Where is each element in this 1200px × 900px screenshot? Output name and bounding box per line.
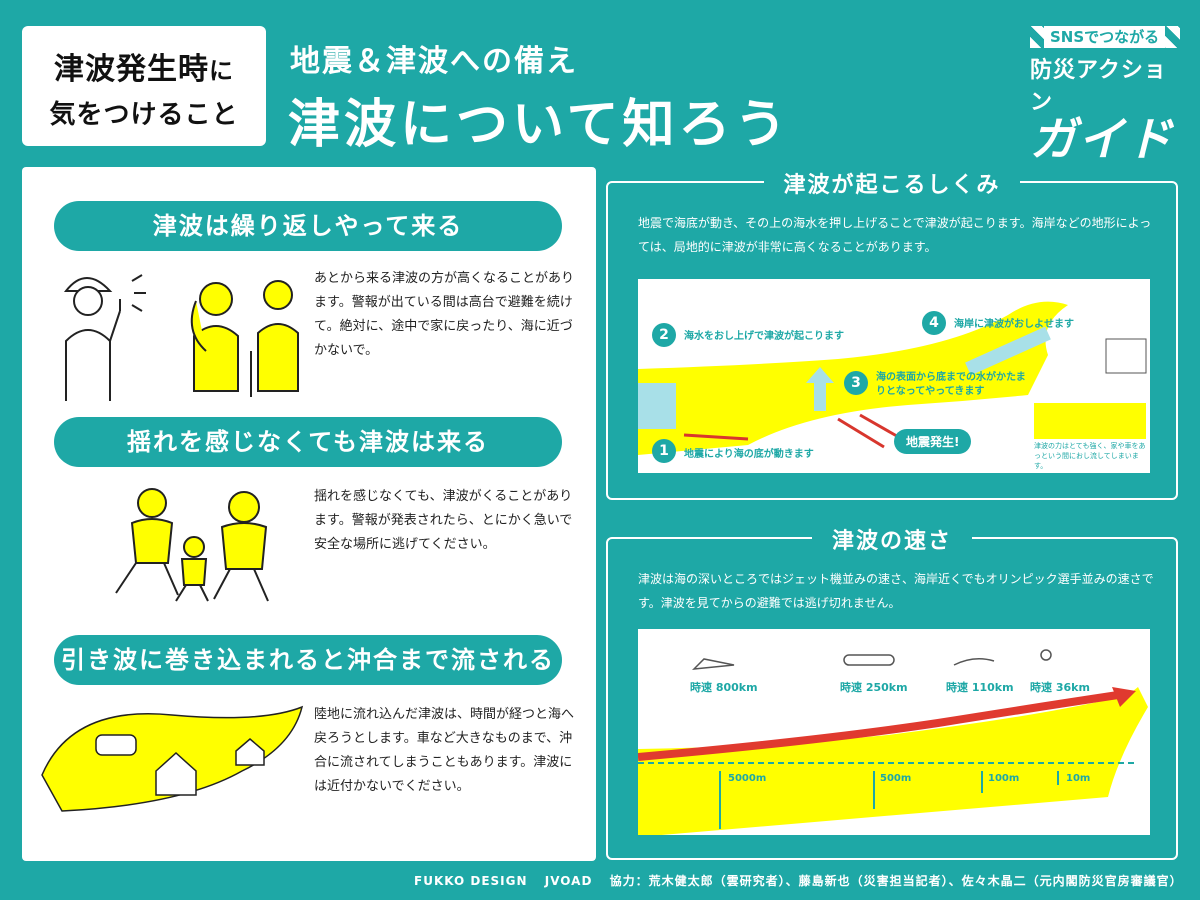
- logo-sns-text: SNSでつながる: [1044, 26, 1166, 48]
- step-2-label: 海水をおし上げで津波が起こります: [684, 331, 844, 342]
- speed-title: 津波の速さ: [811, 529, 972, 554]
- fukko-design-logo: FUKKO DESIGN: [414, 874, 528, 888]
- speed-panel: 津波の速さ 津波は海の深いところではジェット機並みの速さ、海岸近くでもオリンピッ…: [606, 529, 1178, 860]
- speed-label-runner: 時速 36km: [1030, 681, 1090, 694]
- floating-house-icon: [155, 738, 265, 796]
- logo-stripe: SNSでつながる: [1030, 26, 1180, 48]
- flooded-town-illustration: [41, 705, 304, 812]
- logo-line2: 防災アクション: [1030, 58, 1167, 115]
- inset-caption: 津波の力はとても強く、家や車をあっという間におし流してしまいます。: [1034, 442, 1146, 470]
- speed-label-train: 時速 250km: [840, 681, 908, 694]
- badge-line2: 気をつけること: [49, 100, 239, 130]
- uplift-arrow-icon: [806, 367, 834, 411]
- bullet-train-icon: [843, 654, 895, 666]
- fault-arrow-1: [837, 417, 885, 449]
- step-4-label: 海岸に津波がおしよせます: [954, 319, 1074, 330]
- footer-credits: FUKKO DESIGN JVOAD 協力：荒木健太郎（雲研究者）、藤島新也（災…: [414, 872, 1183, 889]
- evacuee-woman: [190, 282, 239, 392]
- running-people-illustration: [115, 488, 269, 602]
- seafloor-arrow: [683, 433, 749, 441]
- section-text-repeat: あとから来る津波の方が高くなることがあります。警報が出ている間は高台で避難を続け…: [314, 271, 575, 358]
- speed-label-jet: 時速 800km: [690, 681, 758, 694]
- step-3-badge: 3: [844, 371, 868, 395]
- speed-text: 津波は海の深いところではジェット機並みの速さ、海岸近くでもオリンピック選手並みの…: [638, 572, 1154, 610]
- guide-logo: SNSでつながる 防災アクション ガイド: [1030, 26, 1180, 162]
- depth-label-5000: 5000m: [728, 773, 767, 784]
- mechanism-title: 津波が起こるしくみ: [763, 173, 1021, 198]
- inset-illustration: [1034, 403, 1146, 439]
- topic-badge: 津波発生時に 気をつけること: [22, 26, 266, 146]
- rescuer-figure: [63, 274, 146, 401]
- cheetah-icon: [953, 658, 995, 666]
- depth-label-500: 500m: [880, 773, 912, 784]
- speed-label-cheetah: 時速 110km: [946, 681, 1014, 694]
- jet-plane-icon: [691, 658, 735, 670]
- page-title: 津波について知ろう: [288, 95, 791, 155]
- jvoad-logo: JVOAD: [544, 874, 593, 888]
- mechanism-diagram: 2 海水をおし上げで津波が起こります 4 海岸に津波がおしよせます 3 海の表面…: [638, 279, 1150, 473]
- arrowhead-icon: [1112, 687, 1136, 707]
- evacuees-illustration: [63, 274, 299, 401]
- section-text-backwash: 陸地に流れ込んだ津波は、時間が経つと海へ戻ろうとします。車など大きなものまで、沖…: [314, 707, 575, 794]
- wave-direction-arrow: [965, 326, 1051, 376]
- running-child: [175, 536, 209, 602]
- mechanism-text: 地震で海底が動き、その上の海水を押し上げることで津波が起こります。海岸などの地形…: [638, 216, 1152, 254]
- backflow-arrow-icon: [638, 383, 676, 429]
- step-2-badge: 2: [652, 323, 676, 347]
- running-woman: [213, 491, 269, 602]
- step-3-label: 海の表面から底までの水がかたまりとなってやってきます: [876, 372, 1026, 397]
- evacuee-elder: [250, 280, 299, 397]
- coastal-buildings-icon: [1105, 338, 1147, 374]
- running-man: [115, 488, 179, 596]
- depth-label-100: 100m: [988, 773, 1020, 784]
- step-1-label: 地震により海の底が動きます: [684, 449, 814, 460]
- speed-diagram: 時速 800km 時速 250km 時速 110km 時速 36km 5000m…: [638, 629, 1150, 835]
- page-subtitle: 地震＆津波への備え: [290, 44, 578, 79]
- mechanism-panel: 津波が起こるしくみ 地震で海底が動き、その上の海水を押し上げることで津波が起こり…: [606, 173, 1178, 500]
- left-panel: 津波は繰り返しやって来る あとから来る津波の方が高くなることがあります。警報が出…: [22, 167, 596, 861]
- logo-line3: ガイド: [1030, 112, 1174, 166]
- runner-icon: [1040, 649, 1052, 661]
- depth-label-10: 10m: [1066, 773, 1091, 784]
- section-text-no-shaking: 揺れを感じなくても、津波がくることがあります。警報が発表されたら、とにかく急いで…: [314, 489, 573, 552]
- step-4-badge: 4: [922, 311, 946, 335]
- section-heading-backwash: 引き波に巻き込まれると沖合まで流される: [54, 635, 562, 685]
- earthquake-label: 地震発生!: [894, 429, 972, 454]
- depth-markers: [719, 771, 1059, 829]
- ocean-profile: [638, 687, 1148, 835]
- step-1-badge: 1: [652, 439, 676, 463]
- section-heading-repeat: 津波は繰り返しやって来る: [54, 201, 562, 251]
- floating-car-icon: [95, 734, 137, 756]
- section-heading-no-shaking: 揺れを感じなくても津波は来る: [54, 417, 562, 467]
- badge-line1: 津波発生時に: [54, 52, 234, 87]
- tsunami-speed-arrow: [638, 691, 1119, 761]
- credits-text: 協力：荒木健太郎（雲研究者）、藤島新也（災害担当記者）、佐々木晶二（元内閣防災官…: [609, 874, 1183, 888]
